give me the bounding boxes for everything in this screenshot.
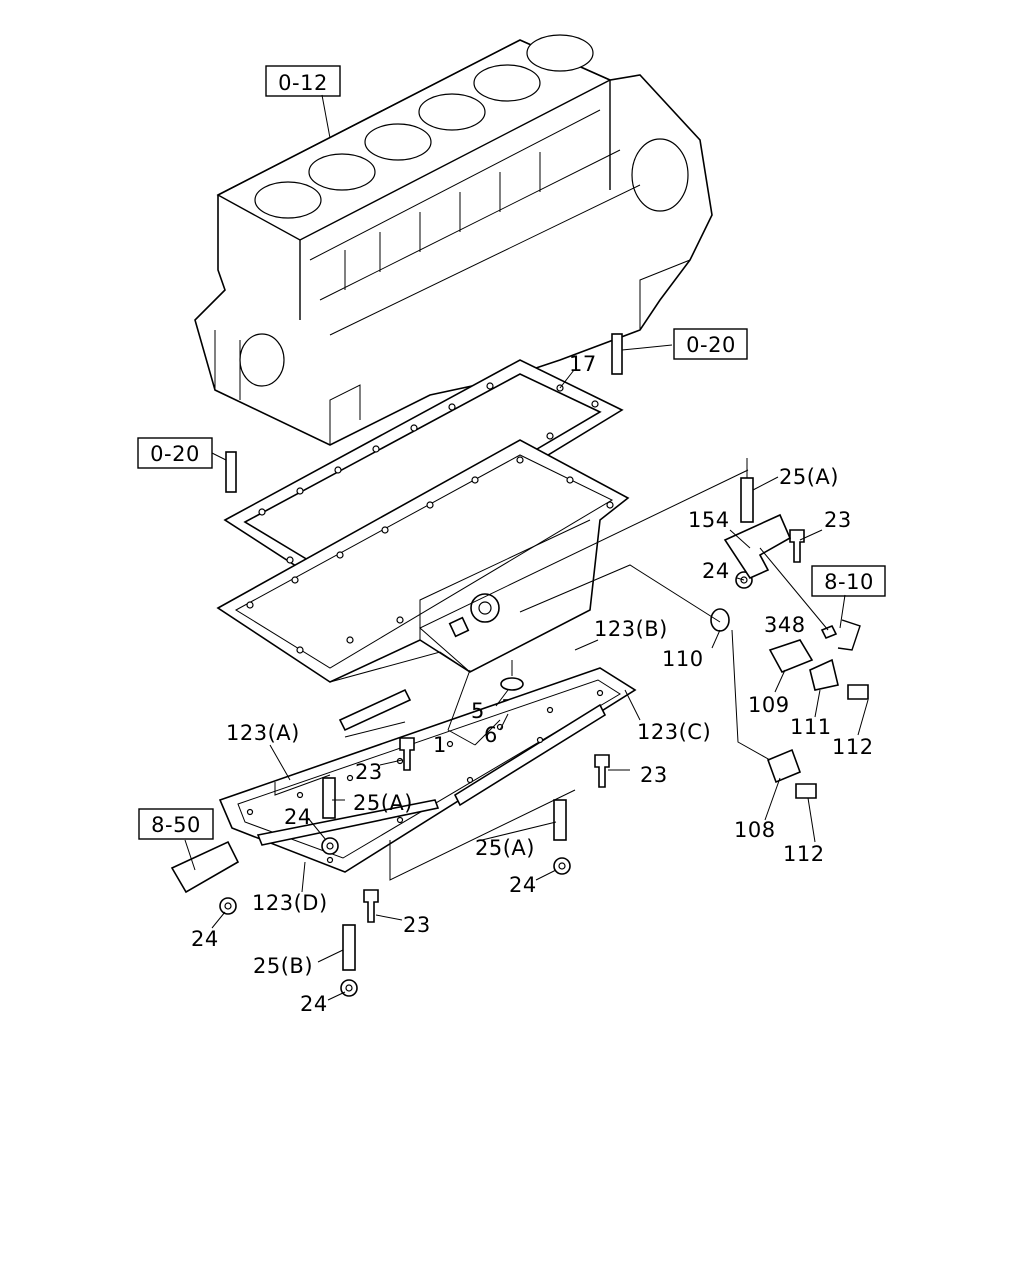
ref-8-50: 8-50 bbox=[138, 808, 214, 840]
label-112-top: 112 bbox=[832, 735, 874, 759]
label-109: 109 bbox=[748, 693, 790, 717]
label-123b: 123(B) bbox=[594, 617, 668, 641]
label-23-mid: 23 bbox=[355, 760, 383, 784]
svg-text:0-20: 0-20 bbox=[150, 442, 200, 466]
part-labels: 17 25(A) 154 23 24 348 110 109 111 112 1… bbox=[191, 352, 874, 1016]
label-108: 108 bbox=[734, 818, 776, 842]
label-123a: 123(A) bbox=[226, 721, 300, 745]
label-17: 17 bbox=[569, 352, 597, 376]
label-25a-top: 25(A) bbox=[779, 465, 839, 489]
sensor-group bbox=[710, 608, 869, 799]
reference-boxes: 0-12 0-20 0-20 8-10 8-50 bbox=[137, 65, 886, 840]
cylinder-block bbox=[194, 34, 713, 446]
ref-0-12: 0-12 bbox=[265, 65, 341, 97]
ref-0-20-right: 0-20 bbox=[673, 328, 748, 360]
svg-text:8-50: 8-50 bbox=[151, 813, 201, 837]
oil-pan bbox=[216, 439, 630, 683]
label-6: 6 bbox=[484, 723, 498, 747]
label-25a-low: 25(A) bbox=[475, 836, 535, 860]
label-112-bottom: 112 bbox=[783, 842, 825, 866]
label-24-left: 24 bbox=[191, 927, 219, 951]
svg-text:0-20: 0-20 bbox=[686, 333, 736, 357]
ref-0-20-left: 0-20 bbox=[137, 437, 213, 469]
label-25b: 25(B) bbox=[253, 954, 313, 978]
label-123d: 123(D) bbox=[252, 891, 328, 915]
label-25a-mid: 25(A) bbox=[353, 791, 413, 815]
label-123c: 123(C) bbox=[637, 720, 711, 744]
fasteners bbox=[170, 333, 805, 997]
ref-8-10: 8-10 bbox=[811, 565, 886, 597]
label-24-mid: 24 bbox=[284, 805, 312, 829]
lower-gasket-set bbox=[218, 667, 637, 873]
label-154: 154 bbox=[688, 508, 730, 532]
label-23-right: 23 bbox=[640, 763, 668, 787]
label-348: 348 bbox=[764, 613, 806, 637]
svg-text:0-12: 0-12 bbox=[278, 71, 328, 95]
label-24-low: 24 bbox=[509, 873, 537, 897]
label-23-top: 23 bbox=[824, 508, 852, 532]
leader-lines bbox=[184, 94, 869, 1001]
label-24-bottom: 24 bbox=[300, 992, 328, 1016]
label-1: 1 bbox=[433, 733, 447, 757]
svg-text:8-10: 8-10 bbox=[824, 570, 874, 594]
label-5: 5 bbox=[471, 699, 485, 723]
label-23-low: 23 bbox=[403, 913, 431, 937]
label-111: 111 bbox=[790, 715, 832, 739]
label-110: 110 bbox=[662, 647, 704, 671]
label-24-top: 24 bbox=[702, 559, 730, 583]
